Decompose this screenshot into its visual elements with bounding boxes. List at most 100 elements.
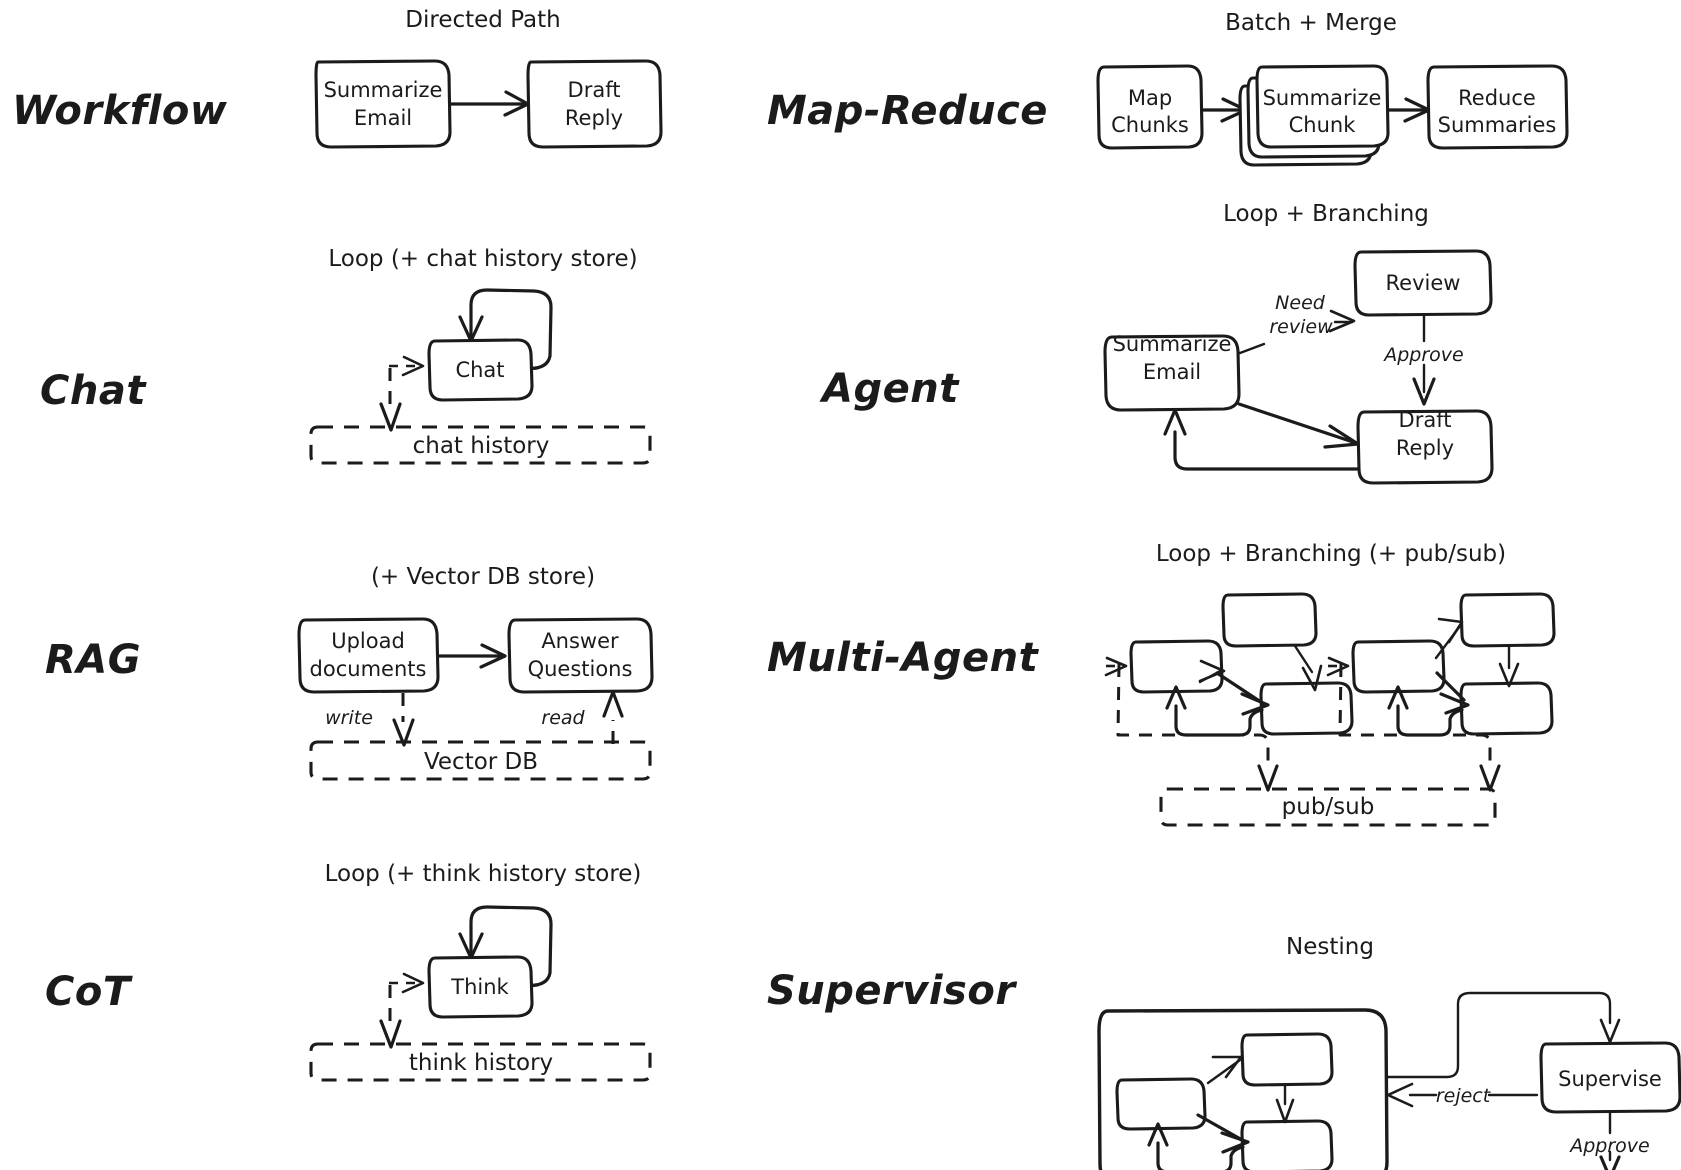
row-cot: CoT Loop (+ think history store) Think t…: [45, 861, 652, 1082]
node-label: Answer: [541, 629, 619, 653]
caption-loop-branching: Loop + Branching: [1223, 201, 1429, 227]
row-label-agent: Agent: [819, 366, 960, 412]
node-summarize-chunk-stack[interactable]: Summarize Chunk: [1238, 64, 1390, 167]
edge-summarize-to-reduce: [1387, 97, 1431, 123]
store-think-history[interactable]: think history: [309, 1042, 652, 1082]
node-review[interactable]: Review: [1353, 249, 1493, 317]
node-label: documents: [310, 657, 427, 681]
node-sup-a1[interactable]: [1115, 1077, 1207, 1131]
edge-write: write: [325, 693, 415, 747]
edge-a3-loop-back: [1165, 685, 1264, 737]
row-label-cot: CoT: [45, 969, 133, 1015]
node-summarize-email[interactable]: Summarize Email: [314, 59, 452, 149]
node-agent-a3[interactable]: [1259, 681, 1354, 736]
node-agent-b1[interactable]: [1351, 639, 1446, 694]
node-sup-a2[interactable]: [1240, 1032, 1334, 1087]
edge-supervise-approve: Approve: [1568, 1111, 1650, 1170]
node-label: Draft: [568, 78, 621, 102]
store-label: pub/sub: [1282, 794, 1375, 820]
node-agent-b3[interactable]: [1459, 681, 1554, 736]
caption-batch-merge: Batch + Merge: [1225, 10, 1397, 36]
caption-vector-db-store: (+ Vector DB store): [371, 564, 595, 590]
row-map-reduce: Map-Reduce Batch + Merge Map Chunks Summ…: [767, 10, 1569, 167]
edge-a2-to-a3: [1293, 644, 1323, 692]
node-label: Review: [1386, 271, 1461, 295]
node-label: Email: [1143, 360, 1201, 384]
edge-draft-back-to-summarize: [1163, 408, 1360, 471]
edge-b1-to-b2: [1434, 617, 1464, 660]
row-label-rag: RAG: [45, 637, 141, 683]
edge-b3-loop-back: [1387, 685, 1464, 737]
node-answer-questions[interactable]: Answer Questions: [507, 617, 654, 694]
node-agent-a1[interactable]: [1129, 639, 1224, 694]
multi-agent-cluster-a: [1104, 592, 1354, 792]
edge-label-review: review: [1269, 316, 1333, 338]
row-label-workflow: Workflow: [12, 88, 228, 134]
row-supervisor: Supervisor Nesting: [767, 934, 1681, 1170]
edge-sup-a3-loop-back: [1147, 1122, 1245, 1170]
node-supervise[interactable]: Supervise: [1539, 1041, 1681, 1114]
node-map-chunks[interactable]: Map Chunks: [1096, 64, 1204, 150]
row-rag: RAG (+ Vector DB store) Upload documents…: [45, 564, 654, 781]
node-label: Reduce: [1458, 86, 1536, 110]
row-multi-agent: Multi-Agent Loop + Branching (+ pub/sub): [767, 541, 1556, 827]
store-label: chat history: [413, 433, 550, 459]
node-agent-summarize-email[interactable]: Summarize Email: [1103, 332, 1241, 412]
store-label: Vector DB: [424, 749, 538, 775]
edge-need-review: Need review: [1238, 292, 1356, 355]
edge-label-reject: reject: [1436, 1085, 1492, 1107]
node-label: Chat: [455, 358, 504, 382]
node-label: Summaries: [1438, 113, 1557, 137]
edge-label-write: write: [325, 707, 373, 729]
caption-loop-chat: Loop (+ chat history store): [328, 246, 637, 272]
node-label: Supervise: [1558, 1067, 1662, 1091]
node-label: Think: [450, 975, 509, 999]
edge-approve: Approve: [1382, 314, 1464, 406]
multi-agent-cluster-b: [1326, 592, 1556, 792]
edge-read: read: [541, 690, 624, 744]
caption-loop-branching-pubsub: Loop + Branching (+ pub/sub): [1156, 541, 1506, 567]
node-label: Email: [354, 106, 412, 130]
node-agent-a2[interactable]: [1221, 592, 1318, 648]
row-chat: Chat Loop (+ chat history store) Chat ch…: [40, 246, 652, 465]
edge-b2-to-b3: [1498, 644, 1520, 688]
row-label-map-reduce: Map-Reduce: [767, 88, 1048, 134]
row-workflow: Workflow Directed Path Summarize Email D…: [12, 7, 663, 149]
node-sup-a3[interactable]: [1240, 1119, 1334, 1170]
node-upload-documents[interactable]: Upload documents: [297, 617, 440, 694]
edge-upload-to-answer: [437, 643, 507, 669]
node-label: Questions: [528, 657, 633, 681]
node-agent-draft-reply[interactable]: Draft Reply: [1356, 408, 1494, 485]
edge-chat-store-write: [379, 368, 402, 432]
edge-sup-a1-to-a3: [1196, 1113, 1250, 1154]
edge-chat-store-read: [389, 355, 425, 377]
node-reduce-summaries[interactable]: Reduce Summaries: [1426, 64, 1569, 150]
store-label: think history: [409, 1050, 553, 1076]
edge-think-store-write: [379, 985, 402, 1049]
edge-label-approve: Approve: [1568, 1135, 1650, 1157]
node-label: Reply: [565, 106, 623, 130]
node-draft-reply[interactable]: Draft Reply: [526, 59, 663, 149]
node-agent-b2[interactable]: [1459, 592, 1556, 648]
node-think[interactable]: Think: [427, 955, 534, 1019]
store-chat-history[interactable]: chat history: [309, 425, 652, 465]
node-chat[interactable]: Chat: [427, 338, 534, 402]
row-label-supervisor: Supervisor: [767, 968, 1017, 1014]
node-label: Draft: [1399, 408, 1452, 432]
edge-label-need: Need: [1275, 292, 1326, 314]
edge-sup-a1-to-a2: [1206, 1055, 1243, 1085]
row-agent: Agent Loop + Branching Summarize Email R…: [819, 201, 1494, 485]
edge-reject: reject: [1386, 1082, 1539, 1108]
node-label: Upload: [331, 629, 405, 653]
store-pub-sub[interactable]: pub/sub: [1159, 787, 1497, 827]
edge-label-approve: Approve: [1382, 344, 1464, 366]
node-label: Summarize: [1263, 86, 1382, 110]
caption-directed-path: Directed Path: [405, 7, 560, 33]
node-label: Summarize: [1113, 332, 1232, 356]
row-label-chat: Chat: [40, 368, 147, 414]
node-label: Chunks: [1111, 113, 1189, 137]
edge-b1-to-b3: [1435, 671, 1470, 715]
node-label: Summarize: [324, 78, 443, 102]
store-vector-db[interactable]: Vector DB: [309, 740, 652, 781]
